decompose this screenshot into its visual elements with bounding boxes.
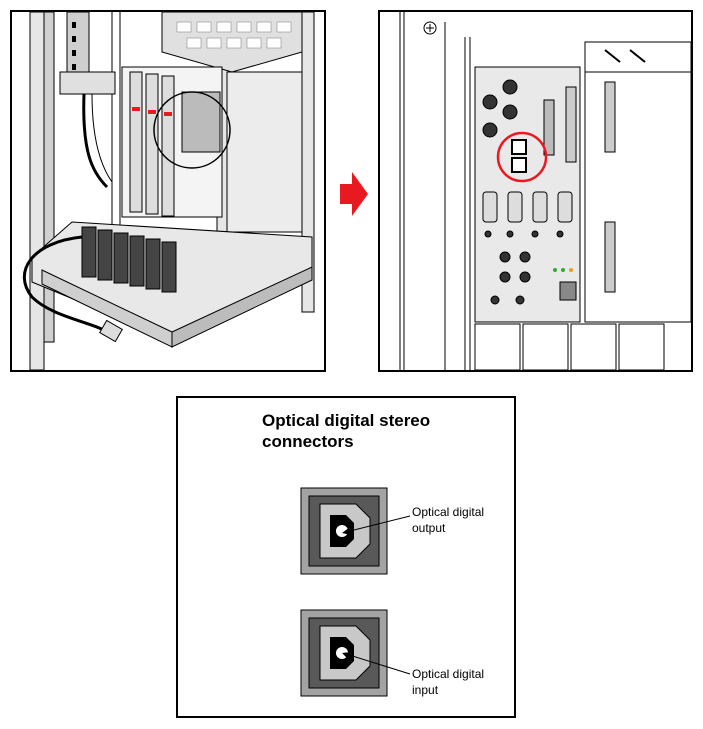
output-label-line1: Optical digital <box>412 505 485 519</box>
output-label-line2: output <box>412 521 446 535</box>
highlight-ring <box>496 131 548 183</box>
io-panel-drawing <box>399 12 691 370</box>
input-label-line1: Optical digital <box>412 667 485 681</box>
io-panel-illustration <box>378 10 693 372</box>
output-leader-line <box>342 515 411 535</box>
input-leader-line <box>342 652 411 675</box>
input-label-line2: input <box>412 683 439 697</box>
figure-title: Optical digital stereo connectors <box>262 410 492 452</box>
input-label: Optical digital input <box>412 666 484 698</box>
figure-title-line2: connectors <box>262 432 354 451</box>
rack-illustration <box>10 10 326 372</box>
arrow-right-icon <box>340 172 368 216</box>
rack-drawing <box>22 12 315 370</box>
figure-title-line1: Optical digital stereo <box>262 411 431 430</box>
output-label: Optical digital output <box>412 504 484 536</box>
optical-output-connector-icon <box>300 487 388 575</box>
